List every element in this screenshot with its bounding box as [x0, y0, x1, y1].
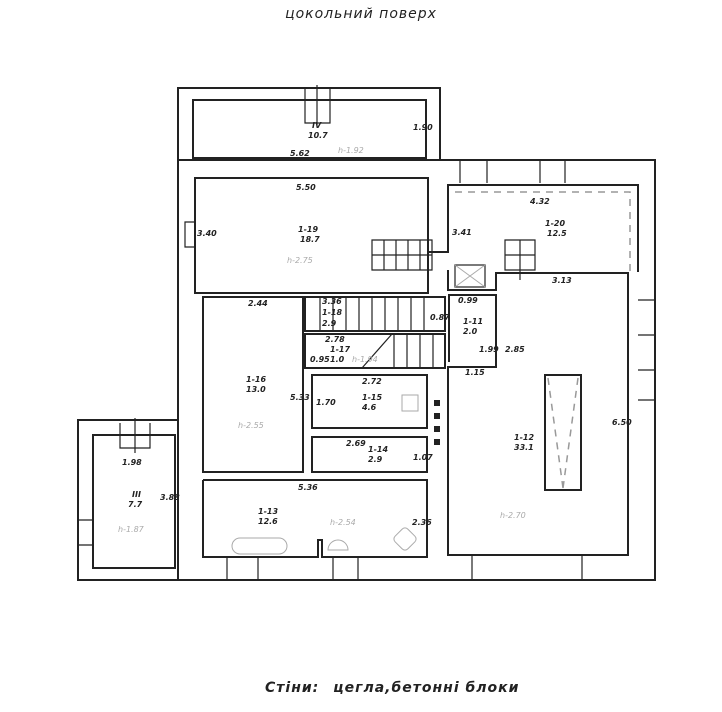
svg-text:h-1.87: h-1.87 [118, 525, 145, 534]
svg-text:5.62: 5.62 [290, 149, 310, 158]
svg-text:1-19: 1-19 [298, 225, 318, 234]
stairs [119, 85, 631, 489]
svg-text:2.9: 2.9 [368, 455, 383, 464]
svg-text:2.44: 2.44 [248, 299, 268, 308]
svg-text:h-1.92: h-1.92 [338, 146, 364, 155]
room-1-18: 3.36 1-18 2.9 0.87 [322, 297, 450, 328]
svg-text:1.90: 1.90 [413, 123, 433, 132]
fixtures [231, 394, 440, 555]
svg-text:1-18: 1-18 [322, 308, 342, 317]
svg-text:2.0: 2.0 [463, 327, 478, 336]
svg-text:3.40: 3.40 [197, 229, 217, 238]
room-III: III 7.7 h-1.87 1.98 3.88 [118, 458, 180, 534]
svg-text:1-15: 1-15 [362, 393, 382, 402]
room-1-12: 1-12 33.1 h-2.70 6.50 [500, 418, 632, 520]
svg-text:1-12: 1-12 [514, 433, 534, 442]
svg-text:3.41: 3.41 [452, 228, 472, 237]
svg-text:III: III [132, 490, 141, 499]
svg-text:5.33: 5.33 [290, 393, 310, 402]
svg-text:h-2.75: h-2.75 [287, 256, 313, 265]
svg-text:IV: IV [312, 121, 322, 130]
svg-text:10.7: 10.7 [308, 131, 328, 140]
walls-label: Стіни: [265, 680, 320, 696]
svg-text:1-13: 1-13 [258, 507, 278, 516]
svg-text:18.7: 18.7 [300, 235, 320, 244]
room-walls [194, 177, 639, 558]
svg-text:h-2.70: h-2.70 [500, 511, 526, 520]
room-1-15: 2.72 1-15 4.6 1.70 [316, 377, 382, 412]
svg-text:h-1.94: h-1.94 [352, 355, 378, 364]
walls-note: Стіни: цегла,бетонні блоки [265, 680, 533, 696]
svg-text:1.98: 1.98 [122, 458, 142, 467]
room-1-14: 2.69 1-14 2.9 1.07 [346, 439, 433, 464]
svg-text:1.99: 1.99 [479, 345, 499, 354]
svg-text:13.0: 13.0 [246, 385, 266, 394]
svg-text:h-2.55: h-2.55 [238, 421, 264, 430]
outer-walls [77, 87, 656, 581]
room-IV: IV 10.7 h-1.92 5.62 1.90 [290, 121, 433, 158]
svg-text:5.36: 5.36 [298, 483, 318, 492]
svg-text:2.36: 2.36 [412, 518, 432, 527]
room-1-20: 1-20 12.5 4.32 3.41 3.13 [452, 197, 572, 285]
windows [78, 160, 656, 580]
svg-text:1-11: 1-11 [463, 317, 483, 326]
room-1-19: 1-19 18.7 h-2.75 5.50 3.40 [197, 183, 320, 265]
svg-text:2.69: 2.69 [346, 439, 366, 448]
svg-text:4.32: 4.32 [529, 197, 550, 206]
svg-text:1.0: 1.0 [330, 355, 345, 364]
svg-text:3.13: 3.13 [552, 276, 572, 285]
svg-text:1-14: 1-14 [368, 445, 388, 454]
room-1-11: 0.99 1-11 2.0 1.99 2.85 1.15 [458, 296, 525, 377]
svg-text:2.85: 2.85 [505, 345, 525, 354]
room-1-13: 5.36 1-13 12.6 h-2.54 2.36 [258, 483, 432, 527]
svg-text:4.6: 4.6 [361, 403, 377, 412]
floor-title: цокольний поверх [285, 6, 437, 22]
walls-material: цегла,бетонні блоки [333, 680, 520, 696]
svg-text:1-20: 1-20 [545, 219, 565, 228]
svg-text:1.07: 1.07 [413, 453, 433, 462]
svg-text:1-17: 1-17 [330, 345, 350, 354]
svg-text:6.50: 6.50 [612, 418, 632, 427]
svg-text:7.7: 7.7 [128, 500, 143, 509]
svg-text:0.99: 0.99 [458, 296, 478, 305]
svg-text:2.78: 2.78 [325, 335, 345, 344]
svg-text:33.1: 33.1 [514, 443, 534, 452]
svg-text:12.5: 12.5 [547, 229, 567, 238]
svg-text:3.88: 3.88 [160, 493, 180, 502]
svg-text:5.50: 5.50 [296, 183, 316, 192]
room-1-17: 2.78 1-17 1.0 h-1.94 0.95 [310, 335, 378, 364]
svg-text:1.70: 1.70 [316, 398, 336, 407]
svg-text:3.36: 3.36 [322, 297, 342, 306]
svg-text:1-16: 1-16 [246, 375, 266, 384]
room-1-16: 1-16 13.0 h-2.55 2.44 5.33 [238, 299, 310, 430]
svg-text:0.87: 0.87 [430, 313, 450, 322]
svg-text:0.95: 0.95 [310, 355, 330, 364]
svg-text:2.72: 2.72 [362, 377, 382, 386]
svg-text:h-2.54: h-2.54 [330, 518, 356, 527]
svg-text:12.6: 12.6 [258, 517, 278, 526]
svg-text:2.9: 2.9 [322, 319, 337, 328]
svg-text:1.15: 1.15 [465, 368, 485, 377]
